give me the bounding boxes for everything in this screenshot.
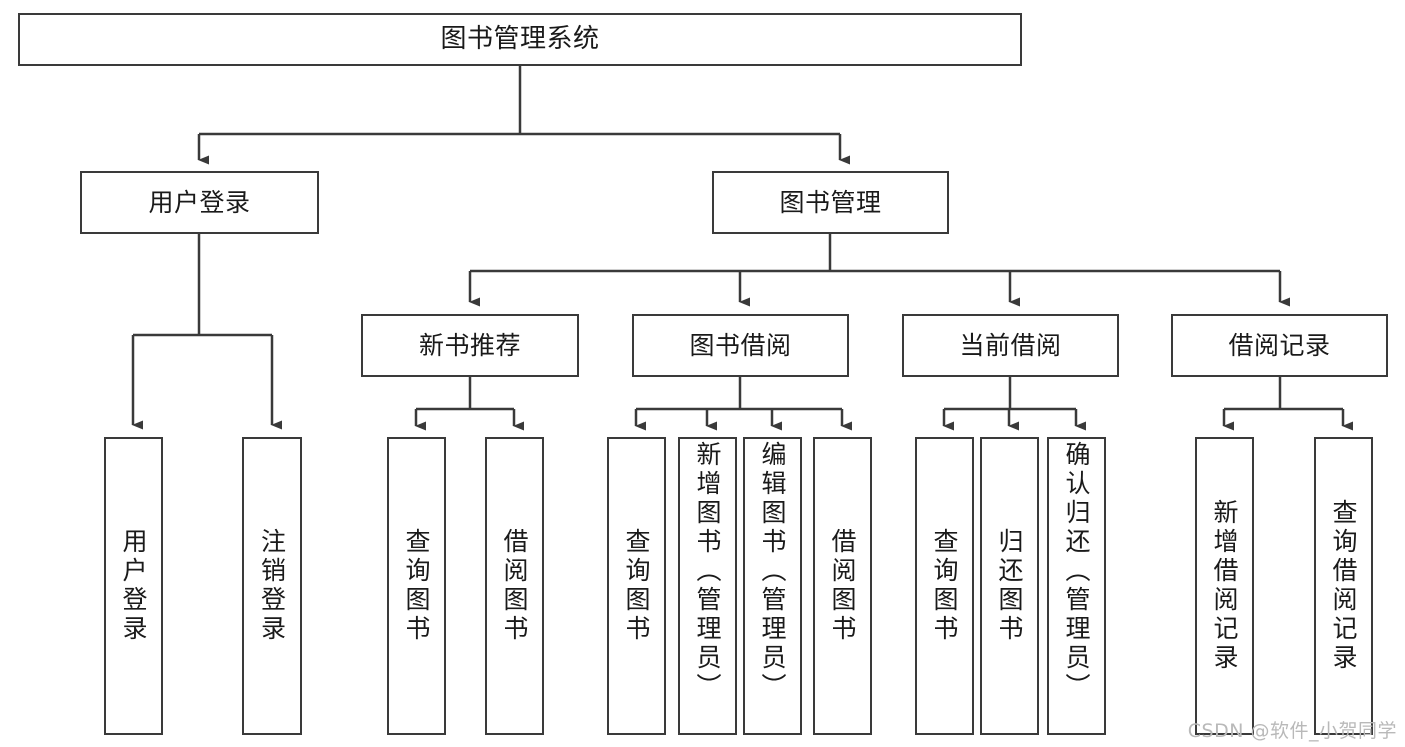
node-label: 查询图书 — [930, 528, 959, 644]
node-label: 新增借阅记录 — [1210, 499, 1239, 673]
node-leaf-query-book-borrow[interactable]: 查询图书 — [607, 437, 666, 735]
node-leaf-query-book-current[interactable]: 查询图书 — [915, 437, 974, 735]
node-label: 确认归还（管理员） — [1062, 441, 1091, 702]
node-label: 借阅记录 — [1228, 330, 1331, 360]
node-leaf-add-book-admin[interactable]: 新增图书（管理员） — [678, 437, 737, 735]
node-new-book-recommend[interactable]: 新书推荐 — [361, 314, 579, 377]
node-label: 当前借阅 — [959, 330, 1062, 360]
node-label: 注销登录 — [257, 528, 287, 644]
node-label: 新书推荐 — [418, 330, 521, 360]
node-label: 新增图书（管理员） — [693, 441, 722, 702]
node-label: 查询图书 — [402, 528, 431, 644]
node-label: 用户登录 — [119, 528, 148, 644]
node-leaf-query-borrow-record[interactable]: 查询借阅记录 — [1314, 437, 1373, 735]
node-label: 借阅图书 — [500, 528, 529, 644]
node-label: 图书管理 — [779, 187, 882, 217]
node-label: 查询图书 — [622, 528, 651, 644]
node-label: 查询借阅记录 — [1329, 499, 1358, 673]
node-leaf-confirm-return-admin[interactable]: 确认归还（管理员） — [1047, 437, 1106, 735]
node-leaf-borrow-book[interactable]: 借阅图书 — [813, 437, 872, 735]
node-leaf-user-login[interactable]: 用户登录 — [104, 437, 163, 735]
node-label: 图书管理系统 — [440, 24, 600, 55]
node-label: 归还图书 — [995, 528, 1024, 644]
node-leaf-logout-login[interactable]: 注销登录 — [242, 437, 302, 735]
watermark-text: CSDN @软件_小贺同学 — [1187, 720, 1397, 742]
node-label: 编辑图书（管理员） — [758, 441, 787, 702]
node-current-borrow[interactable]: 当前借阅 — [902, 314, 1119, 377]
node-borrow-record[interactable]: 借阅记录 — [1171, 314, 1388, 377]
node-label: 借阅图书 — [828, 528, 857, 644]
node-user-login[interactable]: 用户登录 — [80, 171, 319, 234]
node-label: 图书借阅 — [689, 330, 792, 360]
node-leaf-borrow-book-recommend[interactable]: 借阅图书 — [485, 437, 544, 735]
node-leaf-query-book-recommend[interactable]: 查询图书 — [387, 437, 446, 735]
node-book-management[interactable]: 图书管理 — [712, 171, 949, 234]
node-book-borrow[interactable]: 图书借阅 — [632, 314, 849, 377]
node-leaf-return-book[interactable]: 归还图书 — [980, 437, 1039, 735]
node-leaf-add-borrow-record[interactable]: 新增借阅记录 — [1195, 437, 1254, 735]
node-label: 用户登录 — [148, 187, 251, 217]
node-leaf-edit-book-admin[interactable]: 编辑图书（管理员） — [743, 437, 802, 735]
node-root-system[interactable]: 图书管理系统 — [18, 13, 1022, 66]
